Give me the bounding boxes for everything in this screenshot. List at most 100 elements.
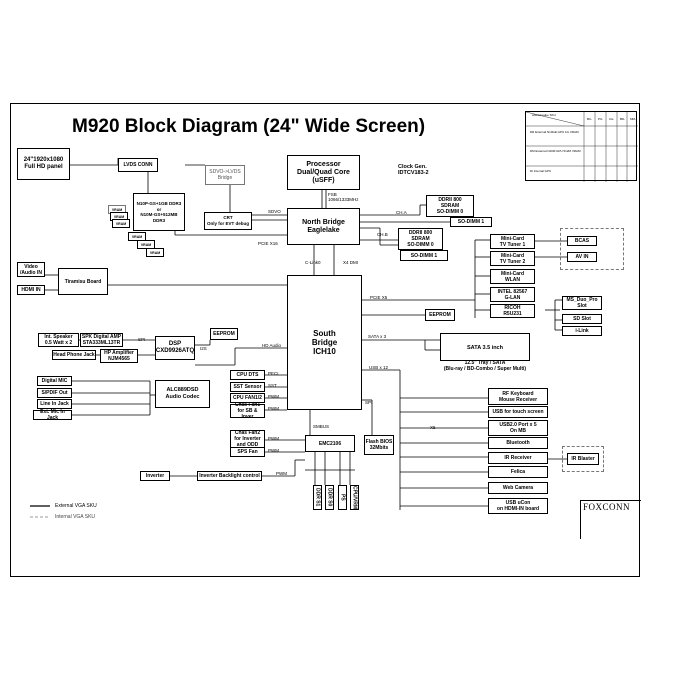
crt-block: CRT Only for EVT debug <box>204 212 252 230</box>
drawing-frame <box>10 103 640 577</box>
label-clink: C-Link0 <box>305 260 321 265</box>
north-bridge: North Bridge Eaglelake <box>287 208 360 245</box>
emc2106: EMC2106 <box>305 435 355 452</box>
minicard-tv-tuner-1: Mini-Card TV Tuner 1 <box>490 234 535 249</box>
hdmi-in: HDMI IN <box>17 285 45 295</box>
intel-glan: INTEL 82567 G-LAN <box>490 287 535 302</box>
digital-mic: Digital MIC <box>37 376 72 386</box>
sdvo-lvds-bridge: SDVO->LVDS Bridge <box>205 165 245 185</box>
label-dmi: X4 DMI <box>343 260 359 265</box>
headphone-jack: Head Phone Jack <box>52 350 96 360</box>
bcas-slot: BCAS <box>567 236 597 246</box>
ir-blaster-group <box>562 446 604 472</box>
temp-sensor-ps: PS <box>338 485 347 510</box>
label-sata-x3: SATA x 3 <box>368 334 387 339</box>
sata-odd-group: SATA 3.5 inch 12.5" Tray / SATA (Blu-ray… <box>440 333 530 372</box>
ddr-sodimm0-ch-b: DDRII 800 SDRAM SO-DIMM 0 <box>398 228 443 250</box>
flash-bios: Flash BIOS 32Mbits <box>364 435 394 455</box>
sku-row-dm: DM External N10M GPU 512M VRAM <box>530 149 581 153</box>
minicard-wlan: Mini-Card WLAN <box>490 269 535 284</box>
processor-block: Processor Dual/Quad Core (uSFF) <box>287 155 360 190</box>
usb-ucon: USB uCon on HDMI-IN board <box>488 498 548 514</box>
rf-keyboard-receiver: RF Keyboard Mouse Receiver <box>488 388 548 405</box>
lvds-connector: LVDS CONN <box>118 158 158 172</box>
minicard-tv-tuner-2: Mini-Card TV Tuner 2 <box>490 251 535 266</box>
sku-row-dr: DR External N10GE GPU 1G VRAM <box>530 130 579 134</box>
label-spi: SPI <box>365 400 373 405</box>
vram-chip: VRAM <box>112 219 130 228</box>
title-block <box>580 500 641 539</box>
av-in: AV IN <box>567 252 597 262</box>
label-sdvo: SDVO <box>268 209 281 214</box>
sku-col-ca: CA- <box>609 117 615 121</box>
sku-row-di: DI Internal GPU <box>530 169 552 173</box>
label-pwm-cpu-fan: PWM <box>268 394 279 399</box>
ir-blaster: IR Blaster <box>567 453 599 465</box>
company-logo: FOXCONN <box>583 502 631 512</box>
label-hd-audio: HD Audio <box>262 343 282 348</box>
ddr-sodimm0-ch-a: DDRII 800 SDRAM SO-DIMM 0 <box>426 195 474 217</box>
temp-sensor-cpu-vrm: CPU/VRM <box>350 485 359 510</box>
tuner-extras-group <box>560 228 624 270</box>
video-audio-in: Video /Audio IN <box>17 262 45 277</box>
temp-sensor-ddr-s0: DDR S0 <box>325 485 334 510</box>
temp-sensor-ddr-s1: DDR S1 <box>313 485 322 510</box>
gpu-block: N10P-GS+1GB DDR3 or N10M-GS+512MB DDR3 <box>133 193 185 231</box>
vram-chip: VRAM <box>146 248 164 257</box>
sps-fan: SPS Fan <box>230 447 265 457</box>
label-pwm-chas-fan2: PWM <box>268 436 279 441</box>
internal-speaker: Int. Speaker 0.5 Watt x 2 <box>38 333 79 347</box>
eeprom-southbridge: EEPROM <box>425 309 455 321</box>
label-pwm-sps-fan: PWM <box>268 448 279 453</box>
sodimm1-ch-a: SO-DIMM 1 <box>450 217 492 227</box>
sst-sensor: SST Sensor <box>230 382 265 392</box>
felica: Felica <box>488 466 548 478</box>
ricoh-controller: RICOH R5U231 <box>490 304 535 318</box>
chassis-fan-1: Chas Fan1 for SB & Inver <box>230 402 265 420</box>
label-pcie-x5: PCIE X5 <box>370 295 388 300</box>
inverter: Inverter <box>140 471 170 481</box>
web-camera: Web Camera <box>488 482 548 494</box>
i-link: i-Link <box>562 326 602 336</box>
sku-col-pu: PU- <box>598 117 604 121</box>
label-pcie-x16: PCIE X16 <box>258 241 278 246</box>
eeprom-dsp: EEPROM <box>210 328 238 340</box>
label-ch-a: CH.A <box>396 210 407 215</box>
bluetooth: Bluetooth <box>488 437 548 449</box>
speaker-amp: SPK Digital AMP STA333ML13TR <box>80 333 123 347</box>
hp-amplifier: HP Amplifier NJM4565 <box>100 349 138 363</box>
sd-slot: SD Slot <box>562 314 602 324</box>
label-usb-x12: USB x 12 <box>369 365 389 370</box>
cpu-dts: CPU DTS <box>230 370 265 380</box>
diagram-title: M920 Block Diagram (24" Wide Screen) <box>72 116 426 137</box>
usb-touch-screen: USB for touch screen <box>488 406 548 418</box>
south-bridge: South Bridge ICH10 <box>287 275 362 410</box>
sku-table-grid <box>526 112 638 182</box>
odd-drive: 12.5" Tray / SATA (Blu-ray / BD-Combo / … <box>443 360 527 372</box>
label-ch-b: CH.B <box>377 232 388 237</box>
legend-external-vga: External VGA SKU <box>55 503 97 509</box>
label-pwm-chas-fan1: PWM <box>268 406 279 411</box>
ms-duo-pro-slot: MS_Duo_Pro Slot <box>562 296 602 310</box>
sku-table-header: Ahead-value SKU <box>532 113 556 117</box>
sodimm1-ch-b: SO-DIMM 1 <box>400 250 448 261</box>
label-fsb: FSB 1066/1333MHz <box>328 192 359 202</box>
clock-generator: Clock Gen. IDTCV183-2 <box>398 162 443 178</box>
line-in-jack: Line In Jack <box>37 399 72 409</box>
label-x5: X5 <box>430 425 436 430</box>
ext-mic-jack: Ext. Mic In Jack <box>33 409 72 421</box>
usb-ports: USB2.0 Port x 5 On MB <box>488 420 548 436</box>
label-i2s: I2S <box>200 346 207 351</box>
sku-col-bc: BC- <box>587 117 593 121</box>
legend-internal-vga: Internal VGA SKU <box>55 514 96 520</box>
label-spi-dsp: SPI <box>138 337 146 342</box>
tiramisu-board: Tiramisu Board <box>58 268 108 295</box>
full-hd-panel: 24"1920x1080 Full HD panel <box>17 148 70 180</box>
chassis-fan-2: Chas Fan2 for Inverter and ODD <box>230 430 265 448</box>
cpu-fan: CPU FAN1/2 <box>230 393 265 403</box>
sku-table: Ahead-value SKU BC- PU- CA- BD- MM- DR E… <box>525 111 638 182</box>
label-sst: SST <box>268 383 277 388</box>
spdif-out: S/PDIF Out <box>37 388 72 398</box>
audio-codec: ALC889DSD Audio Codec <box>155 380 210 408</box>
